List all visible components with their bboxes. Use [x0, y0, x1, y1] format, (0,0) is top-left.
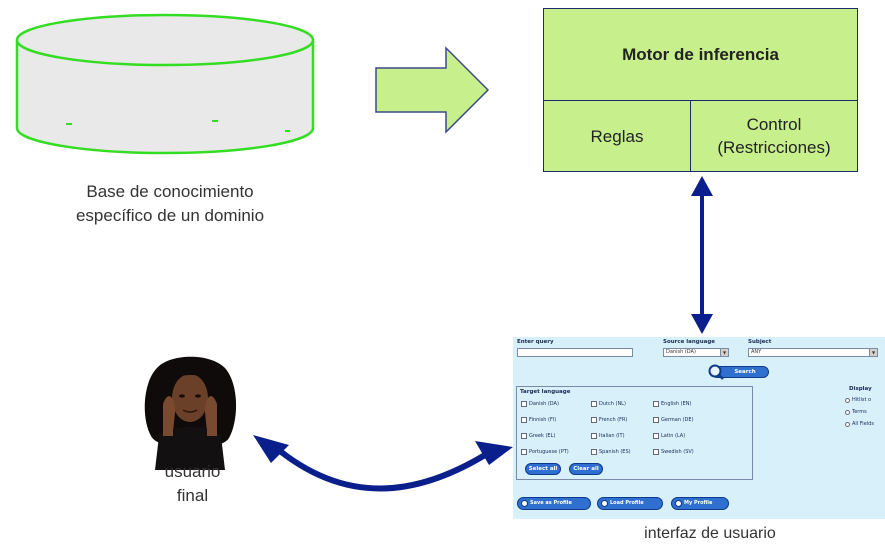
language-option[interactable]: Finnish (FI)	[521, 417, 556, 423]
rules-box: Reglas	[543, 100, 691, 172]
language-option[interactable]: Latin (LA)	[653, 433, 685, 439]
checkbox[interactable]	[521, 401, 527, 407]
load-profile-label: Load Profile	[610, 500, 644, 506]
clear-all-button[interactable]: Clear all	[569, 463, 603, 475]
radio-button[interactable]	[845, 409, 850, 415]
inference-engine-box: Motor de inferencia	[543, 8, 858, 101]
checkbox[interactable]	[521, 433, 527, 439]
target-language-label: Target language	[520, 389, 571, 395]
language-label: Greek (EL)	[529, 433, 556, 439]
search-button[interactable]: Search	[711, 366, 769, 378]
checkbox[interactable]	[653, 433, 659, 439]
language-label: Dutch (NL)	[599, 401, 626, 407]
enter-query-label: Enter query	[517, 339, 554, 345]
radio-button[interactable]	[845, 397, 850, 403]
my-profile-label: My Profile	[684, 500, 713, 506]
right-arrow-icon	[375, 46, 490, 134]
control-label: Control (Restricciones)	[717, 113, 830, 159]
language-option[interactable]: Italian (IT)	[591, 433, 625, 439]
knowledge-base-cylinder	[15, 13, 315, 155]
user-interface-screenshot: Enter query Source language Danish (DA) …	[513, 337, 885, 519]
my-profile-button[interactable]: My Profile	[671, 497, 729, 510]
end-user-caption-line2: final	[176, 486, 209, 505]
display-option-label: Terms	[852, 409, 867, 415]
language-label: Latin (LA)	[661, 433, 686, 439]
chevron-down-icon: ▼	[869, 349, 877, 356]
rules-label: Reglas	[590, 126, 644, 146]
vertical-double-arrow-icon	[691, 176, 713, 334]
checkbox[interactable]	[521, 417, 527, 423]
language-label: English (EN)	[661, 401, 692, 407]
source-language-select[interactable]: Danish (DA) ▼	[663, 348, 729, 357]
language-option[interactable]: Greek (EL)	[521, 433, 555, 439]
curved-double-arrow-icon	[253, 435, 513, 492]
end-user-avatar	[144, 356, 237, 470]
end-user-caption-line1: usuario	[164, 462, 221, 481]
language-option[interactable]: Dutch (NL)	[591, 401, 626, 407]
language-option[interactable]: Spanish (ES)	[591, 449, 631, 455]
language-option[interactable]: Danish (DA)	[521, 401, 559, 407]
language-option[interactable]: English (EN)	[653, 401, 691, 407]
knowledge-base-caption-line1: Base de conocimiento	[86, 182, 254, 201]
subject-select[interactable]: ANY ▼	[748, 348, 878, 357]
inference-engine-title: Motor de inferencia	[622, 44, 779, 64]
display-label: Display	[849, 386, 872, 392]
language-label: Finnish (FI)	[529, 417, 557, 423]
subject-value: ANY	[751, 349, 762, 355]
search-label: Search	[734, 369, 756, 375]
display-option-label: All Fields	[852, 421, 874, 427]
language-label: French (FR)	[599, 417, 628, 423]
chevron-down-icon: ▼	[720, 349, 728, 356]
checkbox[interactable]	[653, 449, 659, 455]
load-profile-button[interactable]: Load Profile	[597, 497, 663, 510]
checkbox[interactable]	[653, 417, 659, 423]
checkbox[interactable]	[591, 417, 597, 423]
checkbox[interactable]	[591, 449, 597, 455]
language-option[interactable]: French (FR)	[591, 417, 627, 423]
display-option[interactable]: Hitlist o	[845, 397, 871, 403]
select-all-button[interactable]: Select all	[525, 463, 561, 475]
language-label: Swedish (SV)	[661, 449, 694, 455]
language-label: Spanish (ES)	[599, 449, 631, 455]
user-interface-caption: interfaz de usuario	[644, 525, 776, 542]
control-box: Control (Restricciones)	[690, 100, 858, 172]
language-option[interactable]: Portuguese (PT)	[521, 449, 569, 455]
checkbox[interactable]	[653, 401, 659, 407]
language-label: Italian (IT)	[599, 433, 625, 439]
checkbox[interactable]	[521, 449, 527, 455]
knowledge-base-caption-line2: específico de un dominio	[75, 206, 265, 225]
display-option[interactable]: Terms	[845, 409, 867, 415]
source-language-value: Danish (DA)	[666, 349, 696, 355]
save-profile-label: Save as Profile	[530, 500, 572, 506]
checkbox[interactable]	[591, 401, 597, 407]
subject-label: Subject	[748, 339, 772, 345]
search-icon	[708, 364, 724, 380]
language-option[interactable]: Swedish (SV)	[653, 449, 694, 455]
display-option[interactable]: All Fields	[845, 421, 874, 427]
checkbox[interactable]	[591, 433, 597, 439]
target-language-panel: Target language Danish (DA) Dutch (NL) E…	[516, 386, 753, 480]
source-language-label: Source language	[663, 339, 716, 345]
display-option-label: Hitlist o	[852, 397, 872, 403]
control-label-line1: Control	[746, 115, 802, 134]
save-profile-button[interactable]: Save as Profile	[517, 497, 591, 510]
control-label-line2: (Restricciones)	[717, 138, 831, 157]
language-label: Portuguese (PT)	[529, 449, 569, 455]
query-input[interactable]	[517, 348, 633, 357]
language-option[interactable]: German (DE)	[653, 417, 694, 423]
end-user-caption: usuario final	[140, 460, 245, 508]
knowledge-base-caption: Base de conocimiento específico de un do…	[20, 180, 320, 228]
radio-button[interactable]	[845, 421, 850, 427]
language-label: Danish (DA)	[529, 401, 559, 407]
language-label: German (DE)	[661, 417, 694, 423]
